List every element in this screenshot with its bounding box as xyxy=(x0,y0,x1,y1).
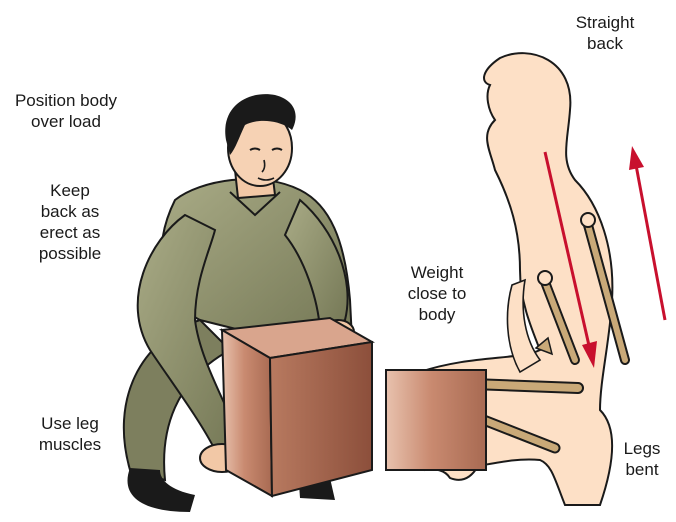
arrow-up xyxy=(629,146,665,320)
silhouette-box xyxy=(386,370,486,470)
worker-box xyxy=(222,318,372,496)
elbow-joint xyxy=(538,271,552,285)
shoulder-joint xyxy=(581,213,595,227)
